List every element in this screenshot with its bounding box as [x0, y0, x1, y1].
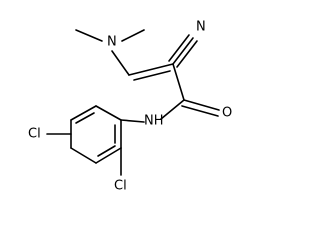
- ring-bond-1: [95, 105, 122, 121]
- bond-vinyl-double-inner: [133, 70, 171, 81]
- ring-inner-double-2: [97, 145, 116, 157]
- bond-nitrile-2: [168, 34, 190, 62]
- bond-carbonyl-double-2: [181, 105, 219, 117]
- bond-nitrile-3: [176, 40, 198, 68]
- bond-nitrile-1: [172, 37, 194, 65]
- chloro-bottom-label: Cl: [114, 179, 127, 194]
- bond-amine-vinyl: [111, 50, 130, 76]
- bond-alpha-carbonyl: [172, 63, 185, 101]
- bond-carbonyl-amide: [160, 99, 185, 120]
- ring-bond-5: [95, 147, 122, 164]
- carbonyl-o-label: O: [222, 106, 232, 121]
- bond-vinyl-double-outer: [128, 63, 174, 76]
- ring-bond-4: [70, 147, 97, 164]
- amine-n-label: N: [107, 35, 117, 50]
- bond-carbonyl-double-1: [183, 99, 220, 111]
- chloro-left-label: Cl: [28, 127, 41, 142]
- ring-inner-double-1: [75, 112, 95, 124]
- chemical-structure: N N O NH Cl Cl: [28, 20, 232, 194]
- bond-amide-ring: [120, 119, 145, 123]
- nitrile-n-label: N: [196, 20, 206, 35]
- bond-methyl-left: [75, 29, 103, 42]
- amide-nh-label: NH: [144, 114, 164, 129]
- ring-bond-2: [70, 105, 97, 121]
- bond-methyl-right: [121, 29, 145, 42]
